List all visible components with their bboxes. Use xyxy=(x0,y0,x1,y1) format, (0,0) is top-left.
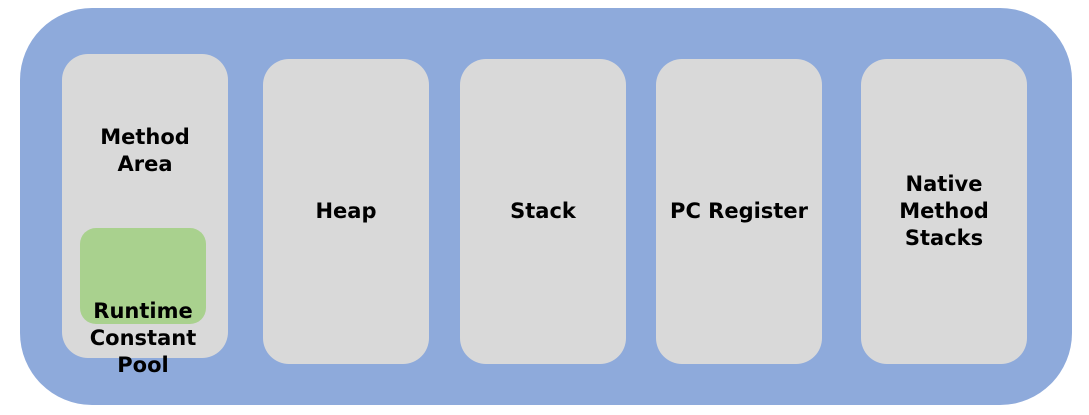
runtime-constant-pool-label: Runtime Constant Pool xyxy=(89,299,197,377)
native-method-stacks-label: Native Method Stacks xyxy=(899,172,989,250)
runtime-constant-pool-box: Runtime Constant Pool xyxy=(80,228,206,377)
method-area-label: Method Area xyxy=(100,125,190,176)
method-area-box: Method Area Runtime Constant Pool xyxy=(62,54,228,377)
stack-label: Stack xyxy=(510,199,576,223)
heap-box: Heap xyxy=(263,59,429,364)
heap-label: Heap xyxy=(315,199,377,223)
pc-register-box: PC Register xyxy=(656,59,822,364)
native-method-stacks-box: Native Method Stacks xyxy=(861,59,1027,364)
stack-box: Stack xyxy=(460,59,626,364)
pc-register-label: PC Register xyxy=(670,199,808,223)
